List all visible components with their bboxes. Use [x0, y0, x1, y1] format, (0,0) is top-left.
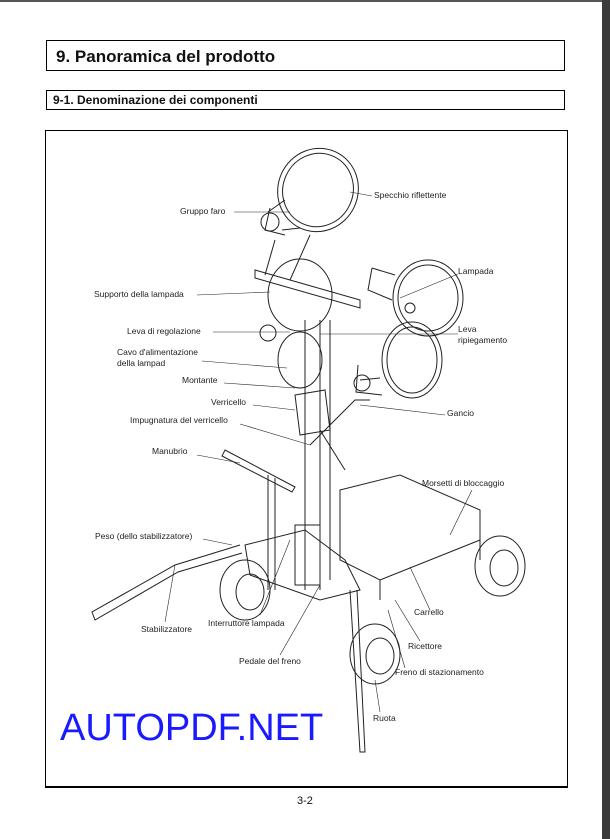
- label-impugnatura-verricello: Impugnatura del verricello: [130, 415, 228, 425]
- label-cavo-2: della lampad: [117, 358, 166, 368]
- label-freno-stazionamento: Freno di stazionamento: [395, 667, 484, 677]
- stabilizer-left: [91, 544, 243, 621]
- label-morsetti-bloccaggio: Morsetti di bloccaggio: [422, 478, 505, 488]
- wheels: [219, 535, 526, 685]
- label-leva-ripiegamento-2: ripiegamento: [458, 335, 508, 345]
- section-title-box: 9. Panoramica del prodotto: [46, 40, 565, 71]
- label-supporto-lampada: Supporto della lampada: [94, 289, 184, 299]
- handlebar: [221, 449, 296, 590]
- watermark: AUTOPDF.NET: [60, 707, 324, 749]
- label-leva-regolazione: Leva di regolazione: [127, 326, 201, 336]
- page-top-edge: [0, 0, 610, 2]
- label-peso-stabilizzatore: Peso (dello stabilizzatore): [95, 531, 193, 541]
- label-lampada: Lampada: [458, 266, 494, 276]
- label-stabilizzatore: Stabilizzatore: [141, 624, 193, 634]
- label-ricettore: Ricettore: [408, 641, 443, 651]
- lamp-head-top: [260, 147, 359, 236]
- subsection-title: 9-1. Denominazione dei componenti: [53, 93, 258, 107]
- label-gruppo-faro: Gruppo faro: [180, 206, 226, 216]
- label-montante: Montante: [182, 375, 218, 385]
- label-interruttore-lampada: Interruttore lampada: [208, 618, 285, 628]
- lamp-head-left: [259, 258, 333, 389]
- leader-lines: [164, 191, 473, 713]
- label-pedale-freno: Pedale del freno: [239, 656, 301, 666]
- label-manubrio: Manubrio: [152, 446, 188, 456]
- cart: [244, 474, 481, 601]
- mast: [294, 320, 370, 590]
- label-gancio: Gancio: [447, 408, 474, 418]
- subsection-title-box: 9-1. Denominazione dei componenti: [46, 90, 565, 110]
- figure-frame: [45, 130, 568, 788]
- label-carrello: Carrello: [414, 607, 444, 617]
- stabilizer-front: [349, 589, 366, 753]
- label-verricello: Verricello: [211, 397, 246, 407]
- lamp-head-right: [367, 259, 464, 337]
- label-leva-ripiegamento-1: Leva: [458, 324, 477, 334]
- label-cavo-1: Cavo d'alimentazione: [117, 347, 199, 357]
- lamp-head-lower-right: [353, 321, 443, 399]
- section-title: 9. Panoramica del prodotto: [56, 47, 276, 66]
- page-number: 3-2: [297, 795, 313, 807]
- label-ruota: Ruota: [373, 713, 396, 723]
- lamp-bracket: [254, 234, 361, 309]
- label-specchio-riflettente: Specchio riflettente: [374, 190, 447, 200]
- page-right-edge: [602, 0, 610, 839]
